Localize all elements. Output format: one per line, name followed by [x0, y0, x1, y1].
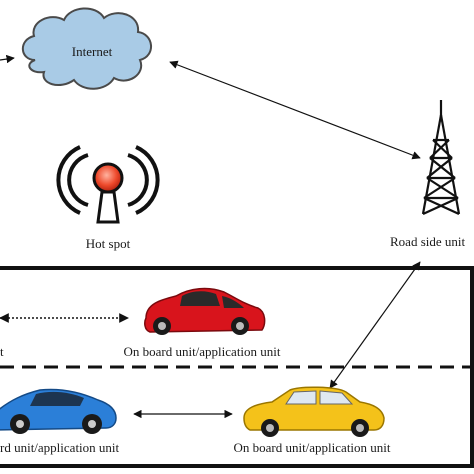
road [0, 266, 474, 468]
blue-car-label: rd unit/application unit [0, 440, 120, 455]
internet-label: Internet [72, 44, 113, 59]
arrow-rsu-yellow-car [329, 261, 421, 389]
yellow-car-icon [243, 386, 385, 437]
hotspot-icon [56, 145, 160, 224]
hotspot-label: Hot spot [86, 236, 131, 251]
internet-cloud [21, 7, 152, 90]
blue-car-icon [0, 388, 117, 434]
partial-left-label: t [0, 344, 4, 359]
red-car-icon [144, 287, 266, 335]
rsu-label: Road side unit [390, 234, 465, 249]
arrow-left-to-internet [0, 54, 15, 64]
tower-icon [421, 100, 461, 216]
yellow-car-label: On board unit/application unit [233, 440, 390, 455]
arrow-internet-rsu [169, 60, 421, 160]
red-car-label: On board unit/application unit [123, 344, 280, 359]
